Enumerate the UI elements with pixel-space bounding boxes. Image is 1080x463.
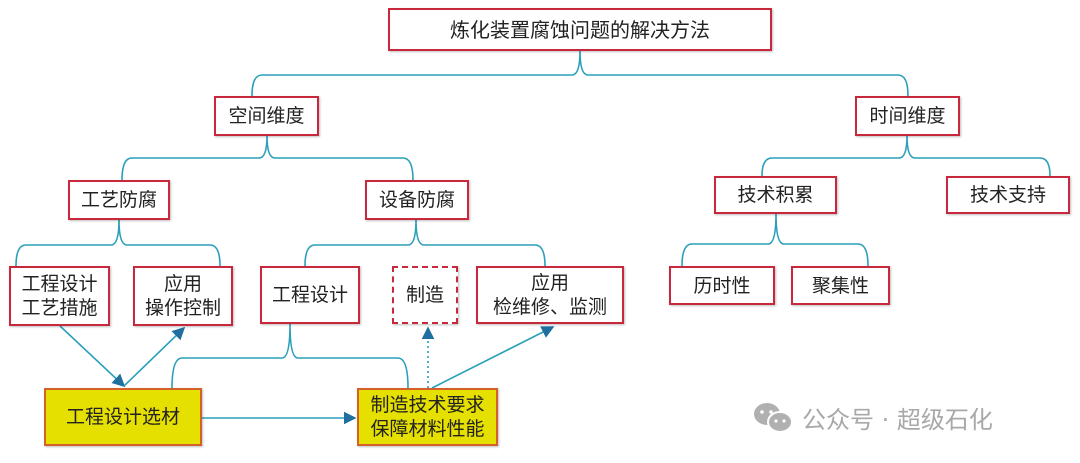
time-label: 时间维度 [869,105,946,127]
bracket-root [251,50,909,97]
watermark-text: 公众号 · 超级石化 [802,406,993,434]
diachronic-box: 历时性 [669,266,775,305]
watermark: 公众号 · 超级石化 [752,400,993,435]
bracket-space [121,135,414,181]
time-dimension-box: 时间维度 [855,96,960,136]
line: 制造技术要求 [370,394,485,416]
design-material-selection-box: 工程设计选材 [44,388,202,446]
line: 工程设计选材 [65,406,180,428]
equipment-manufacture-box: 制造 [392,266,458,324]
tech-support-box: 技术支持 [946,176,1070,214]
process-anticorrosion-box: 工艺防腐 [68,180,170,220]
process-label: 工艺防腐 [80,189,157,211]
aggregation-box: 聚集性 [791,266,890,305]
arrow-to-operation [123,326,186,387]
space-label: 空间维度 [228,105,305,127]
tech-accumulation-box: 技术积累 [714,176,837,214]
arrow-to-selection [59,325,126,388]
bracket-bottom [171,323,409,389]
title-box: 炼化装置腐蚀问题的解决方法 [388,8,772,51]
bracket-equipment [304,219,546,267]
title-text: 炼化装置腐蚀问题的解决方法 [450,17,710,42]
wechat-icon [754,402,793,433]
equipment-maintenance-box: 应用检维修、监测 [476,266,624,324]
line: 工艺措施 [21,297,98,319]
accumulation-label: 技术积累 [737,184,814,206]
equipment-design-box: 工程设计 [260,266,360,324]
bracket-accumulation [681,213,869,267]
space-dimension-box: 空间维度 [214,96,319,136]
line: 制造 [405,284,444,306]
equipment-label: 设备防腐 [378,189,455,211]
bracket-process [15,219,221,267]
line: 保障材料性能 [370,418,485,440]
line: 聚集性 [811,274,869,297]
support-label: 技术支持 [969,184,1046,206]
line: 应用 [530,272,569,294]
equipment-anticorrosion-box: 设备防腐 [365,180,469,220]
bracket-time [761,135,1051,177]
line: 应用 [163,273,202,295]
line: 检维修、监测 [492,296,607,318]
manufacture-requirement-box: 制造技术要求保障材料性能 [357,388,498,446]
process-design-box: 工程设计工艺措施 [9,266,110,326]
process-operation-box: 应用操作控制 [133,266,233,326]
arrow-to-maintenance [431,326,555,389]
line: 历时性 [693,274,751,297]
line: 工程设计 [271,284,348,306]
line: 操作控制 [144,297,221,319]
line: 工程设计 [21,273,98,295]
